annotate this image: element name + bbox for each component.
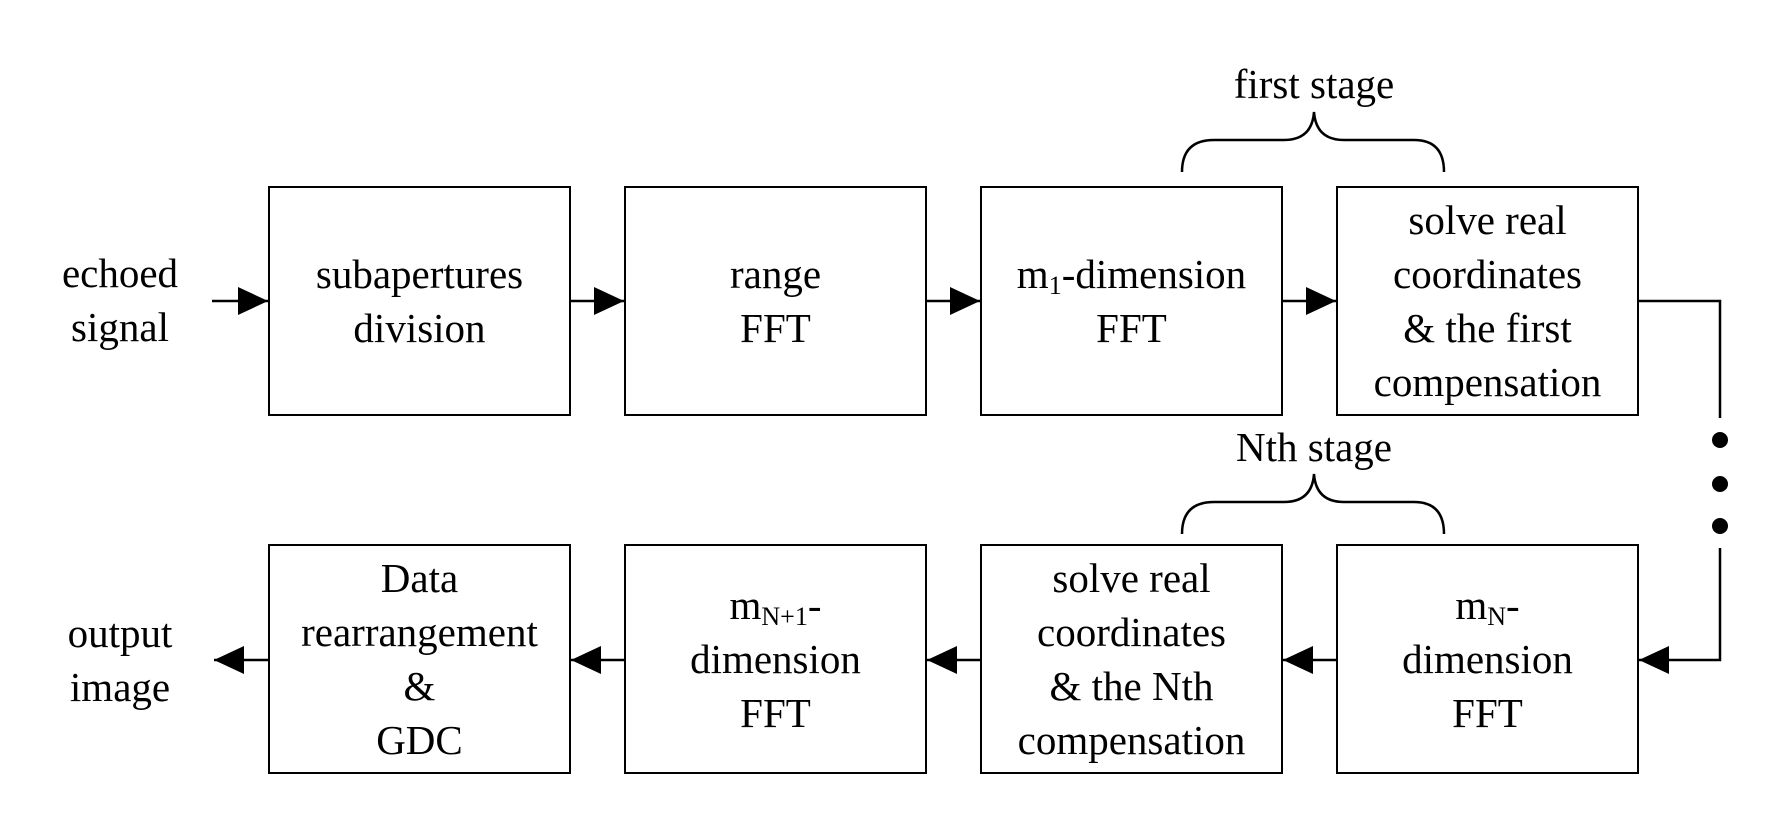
box-text: & the first <box>1403 305 1572 351</box>
first-stage-label: first stage <box>1233 61 1395 107</box>
nth-stage-label: Nth stage <box>1236 424 1392 470</box>
box-text: & the Nth <box>1049 663 1214 709</box>
box-text: Data <box>380 555 459 601</box>
nth-stage-brace <box>1180 473 1446 535</box>
box-text: FFT <box>1096 305 1167 351</box>
mN-dimension-fft-box: mN- dimension FFT <box>1336 544 1639 774</box>
box-text: compensation <box>1373 359 1602 405</box>
mN1-dimension-fft-box: mN+1- dimension FFT <box>624 544 927 774</box>
output-label-line2: image <box>69 664 171 710</box>
box-text: FFT <box>740 690 811 736</box>
ellipsis-dot-2 <box>1712 476 1728 492</box>
m1-dimension-fft-box: m1-dimension FFT <box>980 186 1283 416</box>
box-text: mN- <box>1455 582 1520 631</box>
input-label-line1: echoed <box>61 250 179 296</box>
ellipsis-dot-1 <box>1712 432 1728 448</box>
box-text: FFT <box>740 305 811 351</box>
box-text: coordinates <box>1037 609 1226 655</box>
box-text: solve real <box>1408 197 1567 243</box>
box-text: coordinates <box>1393 251 1582 297</box>
first-stage-brace <box>1180 111 1446 173</box>
box-text: FFT <box>1452 690 1523 736</box>
connector-right-top <box>1639 299 1722 418</box>
box-text: division <box>353 305 486 351</box>
input-label: echoed signal <box>40 246 200 354</box>
box-text: mN+1- <box>729 582 822 631</box>
box-text: solve real <box>1052 555 1211 601</box>
ellipsis-dot-3 <box>1712 518 1728 534</box>
box-text: GDC <box>376 717 463 763</box>
box-text: dimension <box>690 636 861 682</box>
box-text: m1-dimension <box>1016 251 1247 300</box>
output-label: output image <box>40 606 200 714</box>
solve-first-compensation-box: solve real coordinates & the first compe… <box>1336 186 1639 416</box>
box-text: range <box>729 251 822 297</box>
box-text: subapertures <box>315 251 524 297</box>
box-text: compensation <box>1017 717 1246 763</box>
subapertures-division-box: subapertures division <box>268 186 571 416</box>
output-label-line1: output <box>67 610 173 656</box>
range-fft-box: range FFT <box>624 186 927 416</box>
input-label-line2: signal <box>71 304 169 350</box>
box-text: & <box>403 663 436 709</box>
solve-nth-compensation-box: solve real coordinates & the Nth compens… <box>980 544 1283 774</box>
data-rearrangement-gdc-box: Data rearrangement & GDC <box>268 544 571 774</box>
box-text: dimension <box>1402 636 1573 682</box>
box-text: rearrangement <box>301 609 538 655</box>
connector-right-bottom <box>1639 548 1722 662</box>
